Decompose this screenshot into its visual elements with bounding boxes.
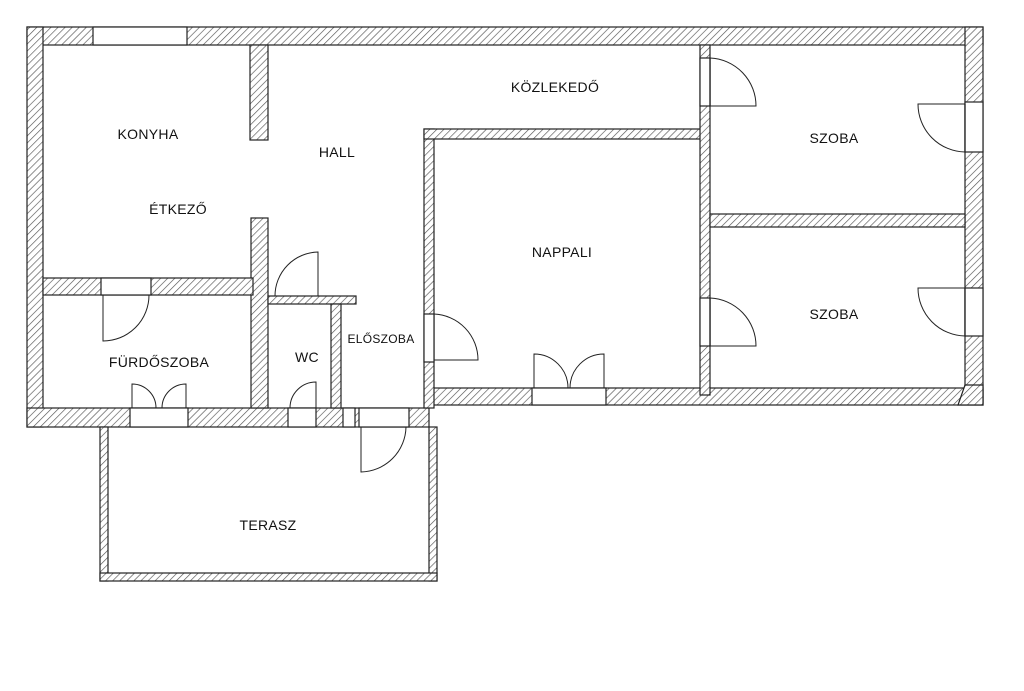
label-szoba-lower: SZOBA (810, 306, 859, 322)
window-szoba-lower (964, 287, 984, 337)
doors (102, 57, 966, 473)
windows (92, 26, 984, 428)
terrace (99, 426, 438, 582)
door-swing-szoba-window-lower (917, 287, 966, 337)
label-wc: WC (295, 349, 319, 365)
door-nappali (433, 313, 479, 361)
window-eloszoba (358, 407, 410, 428)
label-furdoszoba: FÜRDŐSZOBA (109, 353, 210, 370)
label-nappali: NAPPALI (532, 244, 592, 260)
door-furdoszoba (102, 294, 150, 342)
door-szoba-lower (709, 297, 757, 347)
door-szoba-upper (709, 57, 757, 107)
label-kozlekedo: KÖZLEKEDŐ (511, 78, 599, 95)
window-szoba-upper (964, 101, 984, 153)
window-nappali (531, 387, 607, 406)
door-terasz (360, 426, 407, 473)
door-frame-kozlekedo-szoba (699, 57, 711, 107)
small-opening (342, 407, 356, 428)
label-konyha: KONYHA (118, 126, 179, 142)
door-swing-szoba-window-upper (917, 103, 966, 153)
label-etkezo: ÉTKEZŐ (149, 201, 207, 217)
door-wc (274, 251, 319, 297)
door-frame-furdoszoba (100, 277, 152, 296)
window-konyha (92, 26, 188, 46)
window-wc (287, 407, 317, 428)
room-labels: KONYHA ÉTKEZŐ HALL KÖZLEKEDŐ SZOBA SZOBA… (109, 78, 859, 533)
label-szoba-upper: SZOBA (810, 130, 859, 146)
label-terasz: TERASZ (239, 517, 296, 533)
window-furdoszoba (129, 407, 189, 428)
door-wc-bottom (289, 381, 317, 409)
interior-walls (42, 44, 966, 409)
door-furdoszoba-bottom (131, 383, 187, 409)
door-nappali-double (533, 353, 605, 389)
door-frame-szoba-lower (699, 297, 711, 347)
door-frame-nappali (423, 313, 435, 363)
label-eloszoba: ELŐSZOBA (347, 331, 414, 346)
label-hall: HALL (319, 144, 355, 160)
